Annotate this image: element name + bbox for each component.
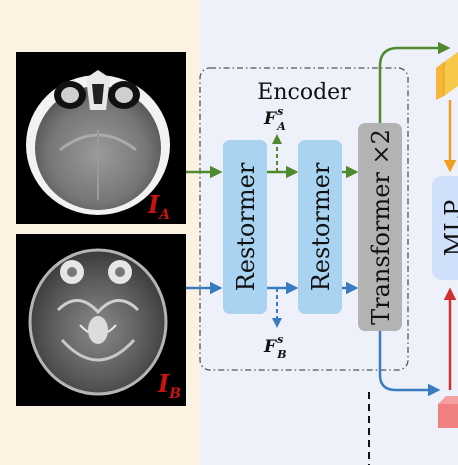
transformer-label: Transformer ×2	[367, 129, 395, 325]
feature-cube-bottom	[438, 396, 458, 428]
encoder-frame	[199, 67, 409, 371]
input-image-a	[16, 52, 186, 224]
input-image-b	[16, 234, 186, 406]
restormer-block-1	[223, 140, 267, 314]
transformer-block	[358, 123, 402, 331]
arrow-output-a	[378, 41, 451, 123]
mlp-label: MLP	[440, 200, 458, 257]
restormer-block-2	[298, 140, 342, 314]
encoder-title: Encoder	[257, 80, 351, 105]
restormer-2-label: Restormer	[307, 162, 335, 291]
restormer-1-label: Restormer	[232, 162, 260, 291]
arrow-output-b	[378, 331, 441, 397]
feature-cube-top	[436, 52, 458, 100]
input-a-label: IA	[147, 190, 170, 223]
mlp-block	[432, 176, 458, 280]
input-b-label: IB	[157, 369, 181, 402]
